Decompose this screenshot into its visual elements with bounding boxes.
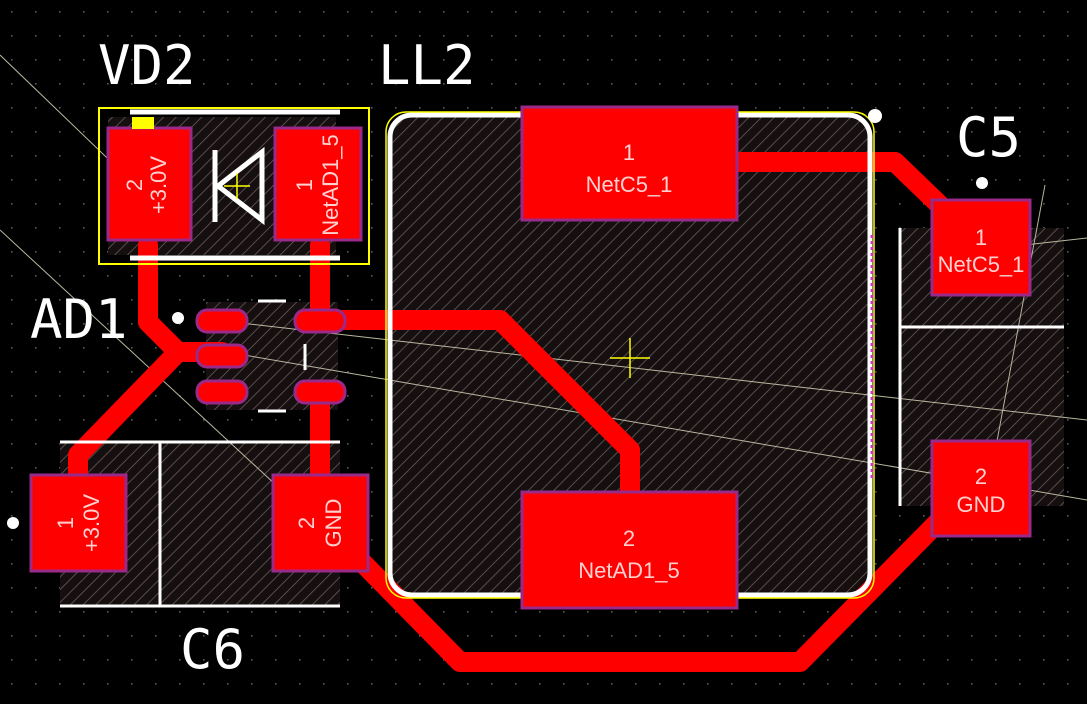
c5-pad1-num: 1 — [975, 225, 987, 250]
trace-netad1-5 — [302, 310, 640, 505]
vd2-pad1-num: 1 — [292, 179, 317, 191]
pin1-marker-icon — [132, 117, 154, 129]
component-c5[interactable]: 1 NetC5_1 2 GND C5 — [898, 106, 1064, 538]
c6-pad2-net: GND — [321, 499, 346, 548]
ad1-pin3[interactable] — [195, 379, 249, 405]
c5-pad2[interactable] — [930, 439, 1032, 538]
c6-pad1[interactable] — [29, 473, 128, 573]
component-vd2[interactable]: 2 +3.0V 1 NetAD1_5 VD2 — [98, 34, 370, 265]
c5-ref: C5 — [956, 106, 1021, 169]
vd2-pad1[interactable] — [273, 126, 363, 242]
vd2-pad2-num: 2 — [122, 179, 147, 191]
component-ad1[interactable]: AD1 — [30, 288, 347, 413]
c6-pin1-dot-icon — [7, 517, 19, 529]
vd2-ref: VD2 — [98, 34, 196, 97]
ll2-pad2-num: 2 — [623, 526, 635, 551]
vd2-pad2[interactable] — [106, 126, 193, 242]
ad1-pin5[interactable] — [293, 308, 347, 334]
vd2-courtyard — [98, 107, 370, 265]
c6-ref: C6 — [180, 618, 245, 681]
c5-pad1[interactable] — [930, 198, 1032, 297]
trace-3v0-c6 — [68, 342, 188, 485]
vd2-pad2-net: +3.0V — [146, 156, 171, 214]
diode-symbol-icon — [212, 146, 265, 226]
ll2-pad2-net: NetAD1_5 — [578, 558, 680, 583]
c5-pad2-net: GND — [957, 492, 1006, 517]
c5-pad2-num: 2 — [975, 464, 987, 489]
c6-pad2-num: 2 — [294, 517, 319, 529]
component-c6[interactable]: 1 +3.0V 2 GND C6 — [7, 440, 370, 681]
origin-crosshair-icon — [610, 338, 650, 378]
c6-pad1-num: 1 — [53, 517, 78, 529]
c5-pad1-net: NetC5_1 — [938, 252, 1025, 277]
ad1-pin1-dot-icon — [172, 312, 184, 324]
c6-pad1-net: +3.0V — [79, 494, 104, 552]
ad1-pin2[interactable] — [195, 343, 249, 369]
trace-netc5-1 — [720, 152, 960, 225]
ad1-pin1[interactable] — [195, 308, 249, 334]
c5-pin1-dot-icon — [976, 177, 988, 189]
ll2-ref: LL2 — [378, 34, 476, 97]
ll2-pad1-num: 1 — [623, 140, 635, 165]
ll2-pad1[interactable] — [520, 105, 739, 222]
component-ll2[interactable]: 1 NetC5_1 2 NetAD1_5 LL2 — [378, 34, 882, 610]
vd2-pad1-net: NetAD1_5 — [318, 134, 343, 236]
ll2-pad1-net: NetC5_1 — [586, 172, 673, 197]
vd2-crosshair-icon — [224, 173, 250, 199]
ad1-ref: AD1 — [30, 288, 128, 351]
ll2-pad2[interactable] — [520, 490, 739, 610]
ad1-pin4[interactable] — [293, 379, 347, 405]
pin1-dot-icon — [868, 109, 882, 123]
c6-pad2[interactable] — [271, 473, 370, 573]
